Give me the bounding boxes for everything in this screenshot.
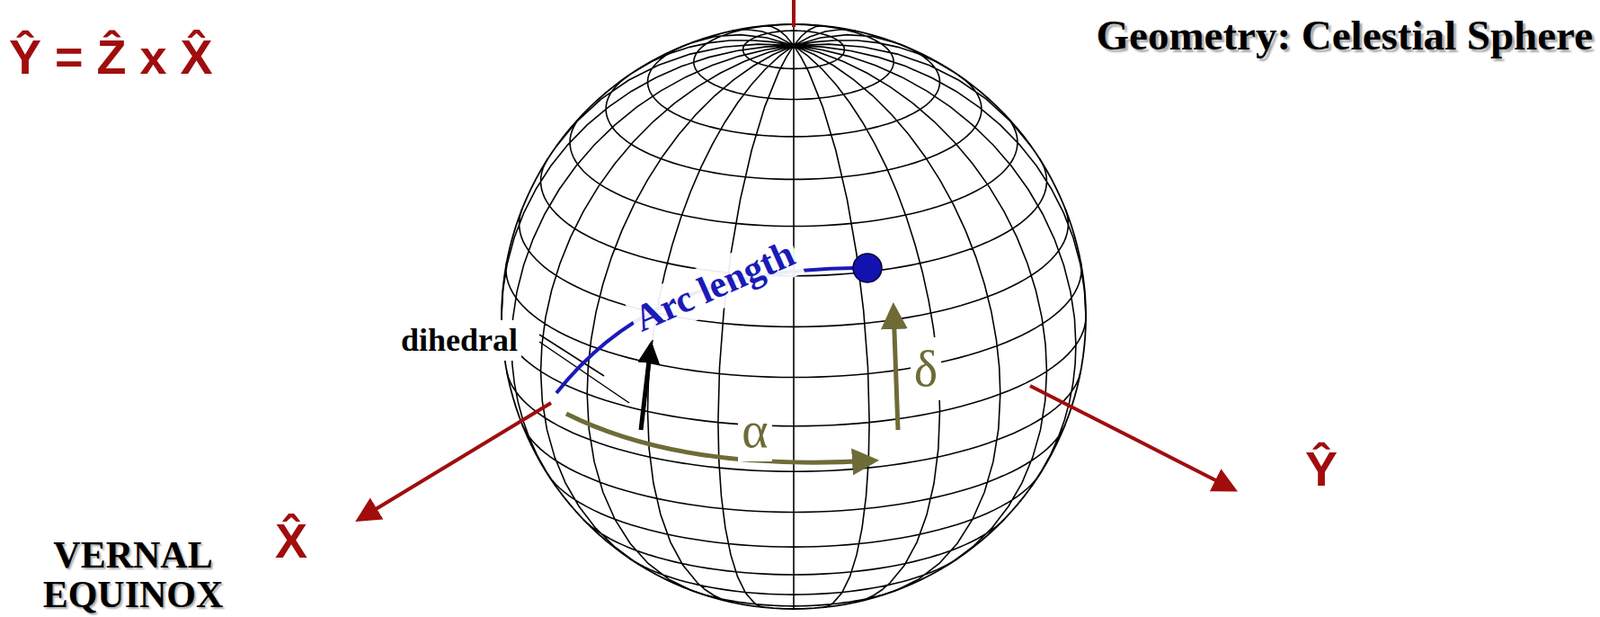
y-axis [1030,385,1234,489]
sphere-grid [501,24,1086,609]
alpha-arrow [566,413,874,463]
y-axis-label: Ŷ [1305,438,1338,500]
alpha-label: α [737,398,772,462]
vernal-equinox-label: VERNAL EQUINOX [16,534,250,614]
x-axis [359,402,552,519]
x-axis-label: X̂ [275,510,308,572]
delta-label: δ [910,337,942,400]
star-point [853,253,882,283]
sphere-outline [501,24,1086,609]
dihedral-label: dihedral [397,320,522,361]
leader-line [539,334,605,376]
z-axis [791,0,796,27]
delta-arrow [893,307,898,430]
dihedral-arrow [640,345,651,430]
leader-line [539,341,630,403]
axis-equation: Ŷ = Ẑ x X̂ [8,26,214,89]
title: Geometry: Celestial Sphere [1095,12,1593,60]
graticule [501,24,1086,609]
